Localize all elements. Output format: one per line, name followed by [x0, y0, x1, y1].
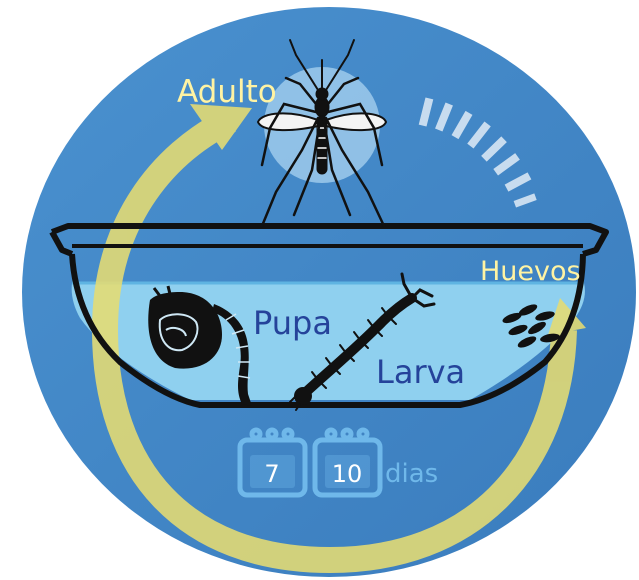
stage-label-pupa: Pupa: [253, 304, 332, 342]
stage-label-larva: Larva: [376, 353, 465, 391]
calendar-value-min: 7: [264, 460, 279, 488]
stage-label-adult: Adulto: [177, 74, 277, 110]
stage-label-eggs: Huevos: [480, 256, 581, 287]
days-unit-label: dias: [385, 459, 438, 489]
calendar-value-max: 10: [332, 460, 363, 488]
